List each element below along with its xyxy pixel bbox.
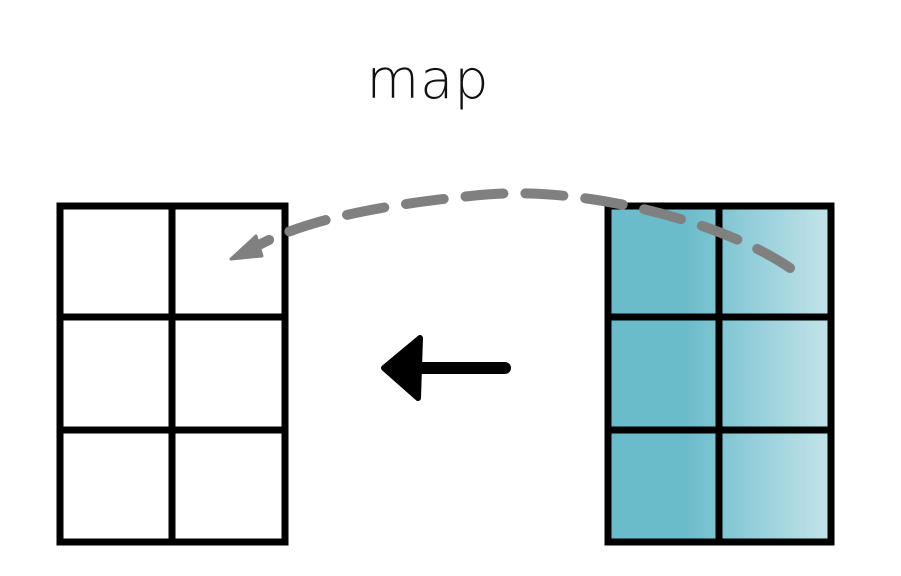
target-grid [56,202,289,546]
curved-dashed-arrow-icon [229,188,795,273]
arrow-left-icon [381,335,511,401]
page-title: map [366,48,490,111]
source-grid [604,202,835,546]
